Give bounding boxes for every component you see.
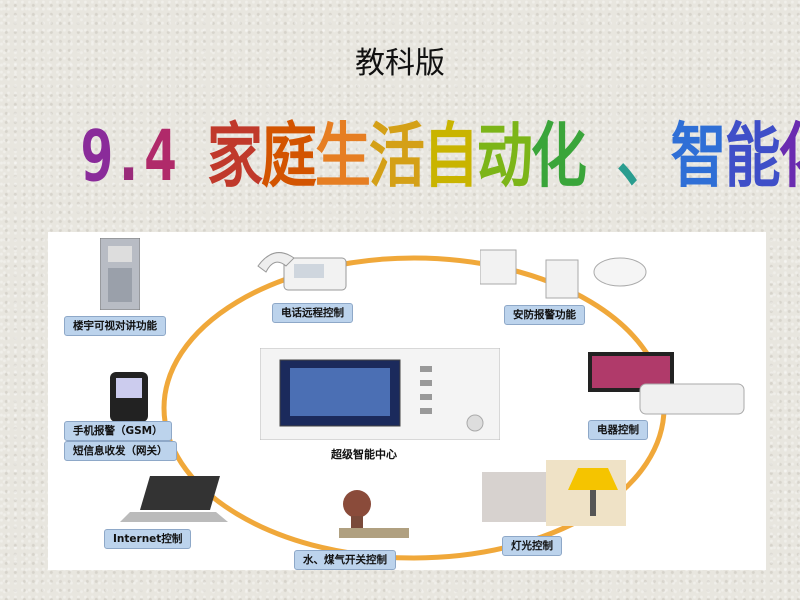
title-char: 自 xyxy=(422,116,479,198)
slide-title: 9.4 家庭生活自动化 、智能化 xyxy=(80,100,800,219)
intercom-panel-icon xyxy=(99,237,141,314)
label-security-alarm: 安防报警功能 xyxy=(504,305,585,325)
laptop-icon xyxy=(120,474,230,528)
label-appliance: 电器控制 xyxy=(588,420,648,440)
subtitle: 教科版 xyxy=(355,46,445,81)
label-water-gas: 水、煤气开关控制 xyxy=(294,550,396,570)
title-char xyxy=(175,116,207,197)
label-lighting: 灯光控制 xyxy=(502,536,562,556)
title-char: 生 xyxy=(314,116,371,198)
title-char: 智 xyxy=(670,116,727,198)
telephone-icon xyxy=(254,244,354,298)
label-phone-remote: 电话远程控制 xyxy=(272,303,353,323)
mobile-phone-icon xyxy=(106,370,152,428)
title-char: 能 xyxy=(724,116,781,198)
tv-appliance-icon xyxy=(588,350,748,420)
center-label: 超级智能中心 xyxy=(331,448,397,461)
title-char: 4 xyxy=(143,116,177,198)
title-char: 化 xyxy=(530,116,587,198)
smart-center-device-icon xyxy=(259,347,501,444)
title-char: . xyxy=(111,116,146,198)
title-char: 庭 xyxy=(260,116,317,198)
label-sms: 短信息收发（网关） xyxy=(64,441,177,461)
title-char: 动 xyxy=(476,116,533,198)
security-sensors-icon xyxy=(479,242,650,304)
label-mobile-alarm: 手机报警（GSM） xyxy=(64,421,172,441)
title-char: 家 xyxy=(206,116,263,198)
title-char: 9 xyxy=(80,116,114,198)
title-char: 化 xyxy=(779,100,800,201)
title-char xyxy=(585,116,617,197)
valve-icon xyxy=(333,488,413,552)
title-char: 、 xyxy=(616,116,673,198)
label-building-intercom: 楼宇可视对讲功能 xyxy=(64,316,166,336)
lamp-icon xyxy=(482,460,632,534)
title-char: 活 xyxy=(368,116,425,198)
diagram-panel: 超级智能中心 楼宇可视对讲功能 电话远程控制 安防报警功能 手机报警（GSM） … xyxy=(48,232,766,570)
label-internet: Internet控制 xyxy=(104,529,192,549)
